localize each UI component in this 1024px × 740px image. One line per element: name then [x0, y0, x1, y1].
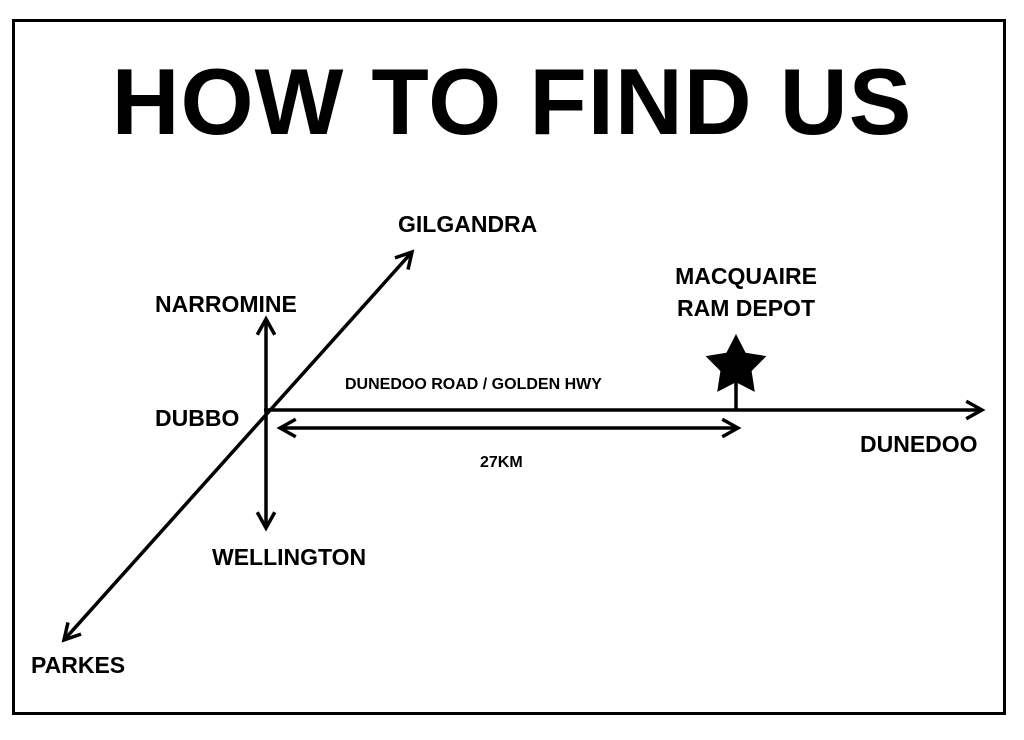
label-depot-line2: RAM DEPOT: [677, 295, 815, 321]
label-gilgandra: GILGANDRA: [398, 211, 538, 237]
label-dubbo: DUBBO: [155, 405, 240, 431]
label-distance: 27KM: [480, 454, 523, 471]
label-wellington: WELLINGTON: [212, 544, 367, 570]
label-dunedoo: DUNEDOO: [860, 431, 978, 457]
map-frame: [12, 19, 1006, 715]
page-title: HOW TO FIND US: [111, 49, 913, 154]
label-parkes: PARKES: [31, 652, 126, 678]
label-narromine: NARROMINE: [155, 291, 297, 317]
label-road-name: DUNEDOO ROAD / GOLDEN HWY: [345, 376, 602, 393]
gilgandra-parkes-road: [64, 252, 412, 640]
label-depot: MACQUAIRE RAM DEPOT: [636, 260, 856, 324]
label-depot-line1: MACQUAIRE: [675, 263, 817, 289]
star-icon: [705, 334, 767, 392]
